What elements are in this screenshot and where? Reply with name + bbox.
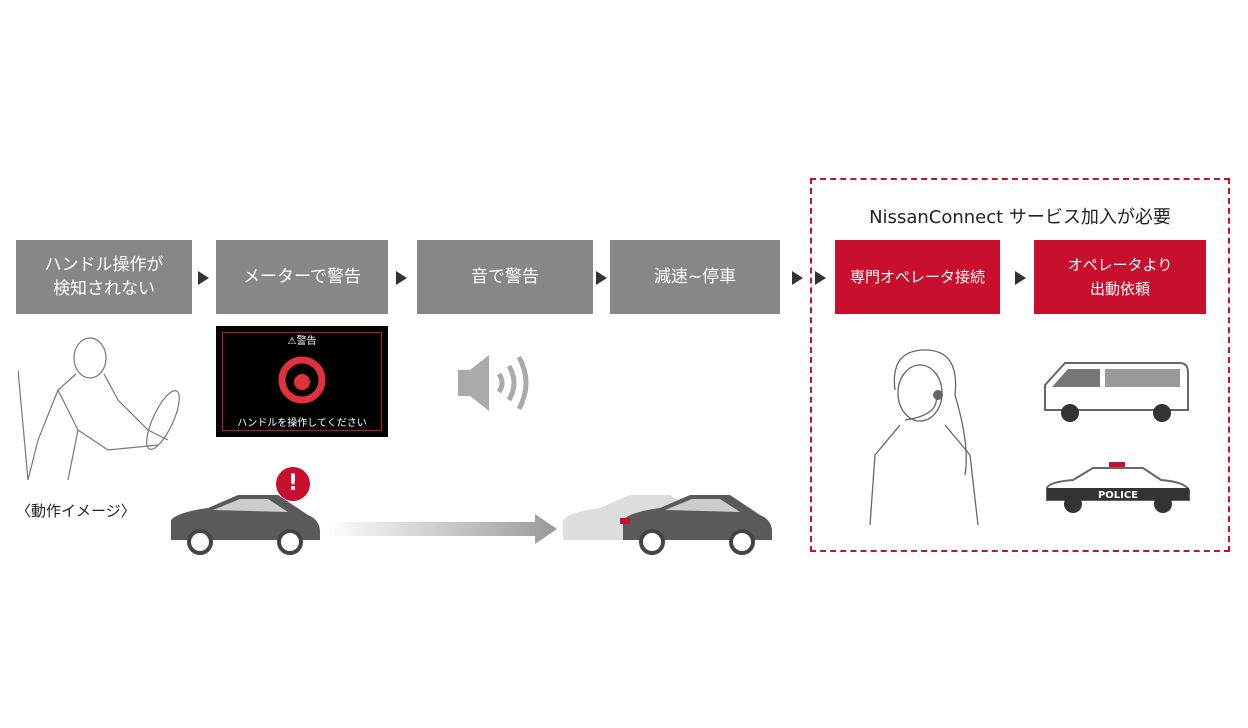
drowsy-driver-illustration — [18, 337, 180, 480]
motion-arrow-icon — [325, 514, 557, 544]
motion-image-label: 〈動作イメージ〉 — [16, 502, 136, 520]
warning-message: ハンドルを操作してください — [237, 418, 367, 429]
arrow-icon — [815, 271, 826, 285]
step-decelerate-stop: 減速~停車 — [610, 240, 780, 314]
ambulance-van-icon — [1044, 362, 1189, 422]
step-sound-warning: 音で警告 — [417, 240, 593, 314]
step-no-steering-detected: ハンドル操作が 検知されない — [16, 240, 192, 314]
service-required-label: NissanConnect サービス加入が必要 — [869, 207, 1171, 228]
nissanconnect-service-frame — [810, 178, 1230, 552]
arrow-icon — [596, 271, 607, 285]
alert-icon: ! — [276, 467, 310, 501]
speaker-sound-icon — [458, 355, 529, 411]
steering-wheel-icon — [278, 356, 326, 404]
arrow-icon — [792, 271, 803, 285]
display-frame — [222, 332, 382, 431]
police-label: POLICE — [1098, 490, 1138, 501]
police-car-icon: POLICE — [1046, 462, 1190, 513]
car-icon — [171, 495, 320, 555]
warning-title: ⚠警告 — [287, 336, 317, 347]
arrow-icon — [1015, 271, 1026, 285]
arrow-icon — [198, 271, 209, 285]
stopping-car-icon — [563, 495, 772, 555]
operator-illustration — [869, 349, 979, 526]
arrow-icon — [396, 271, 407, 285]
meter-warning-display: ⚠警告 ハンドルを操作してください — [216, 326, 388, 437]
step-dispatch-request: オペレータより 出動依頼 — [1034, 240, 1206, 314]
step-meter-warning: メーターで警告 — [216, 240, 388, 314]
step-operator-connect: 専門オペレータ接続 — [835, 240, 1000, 314]
